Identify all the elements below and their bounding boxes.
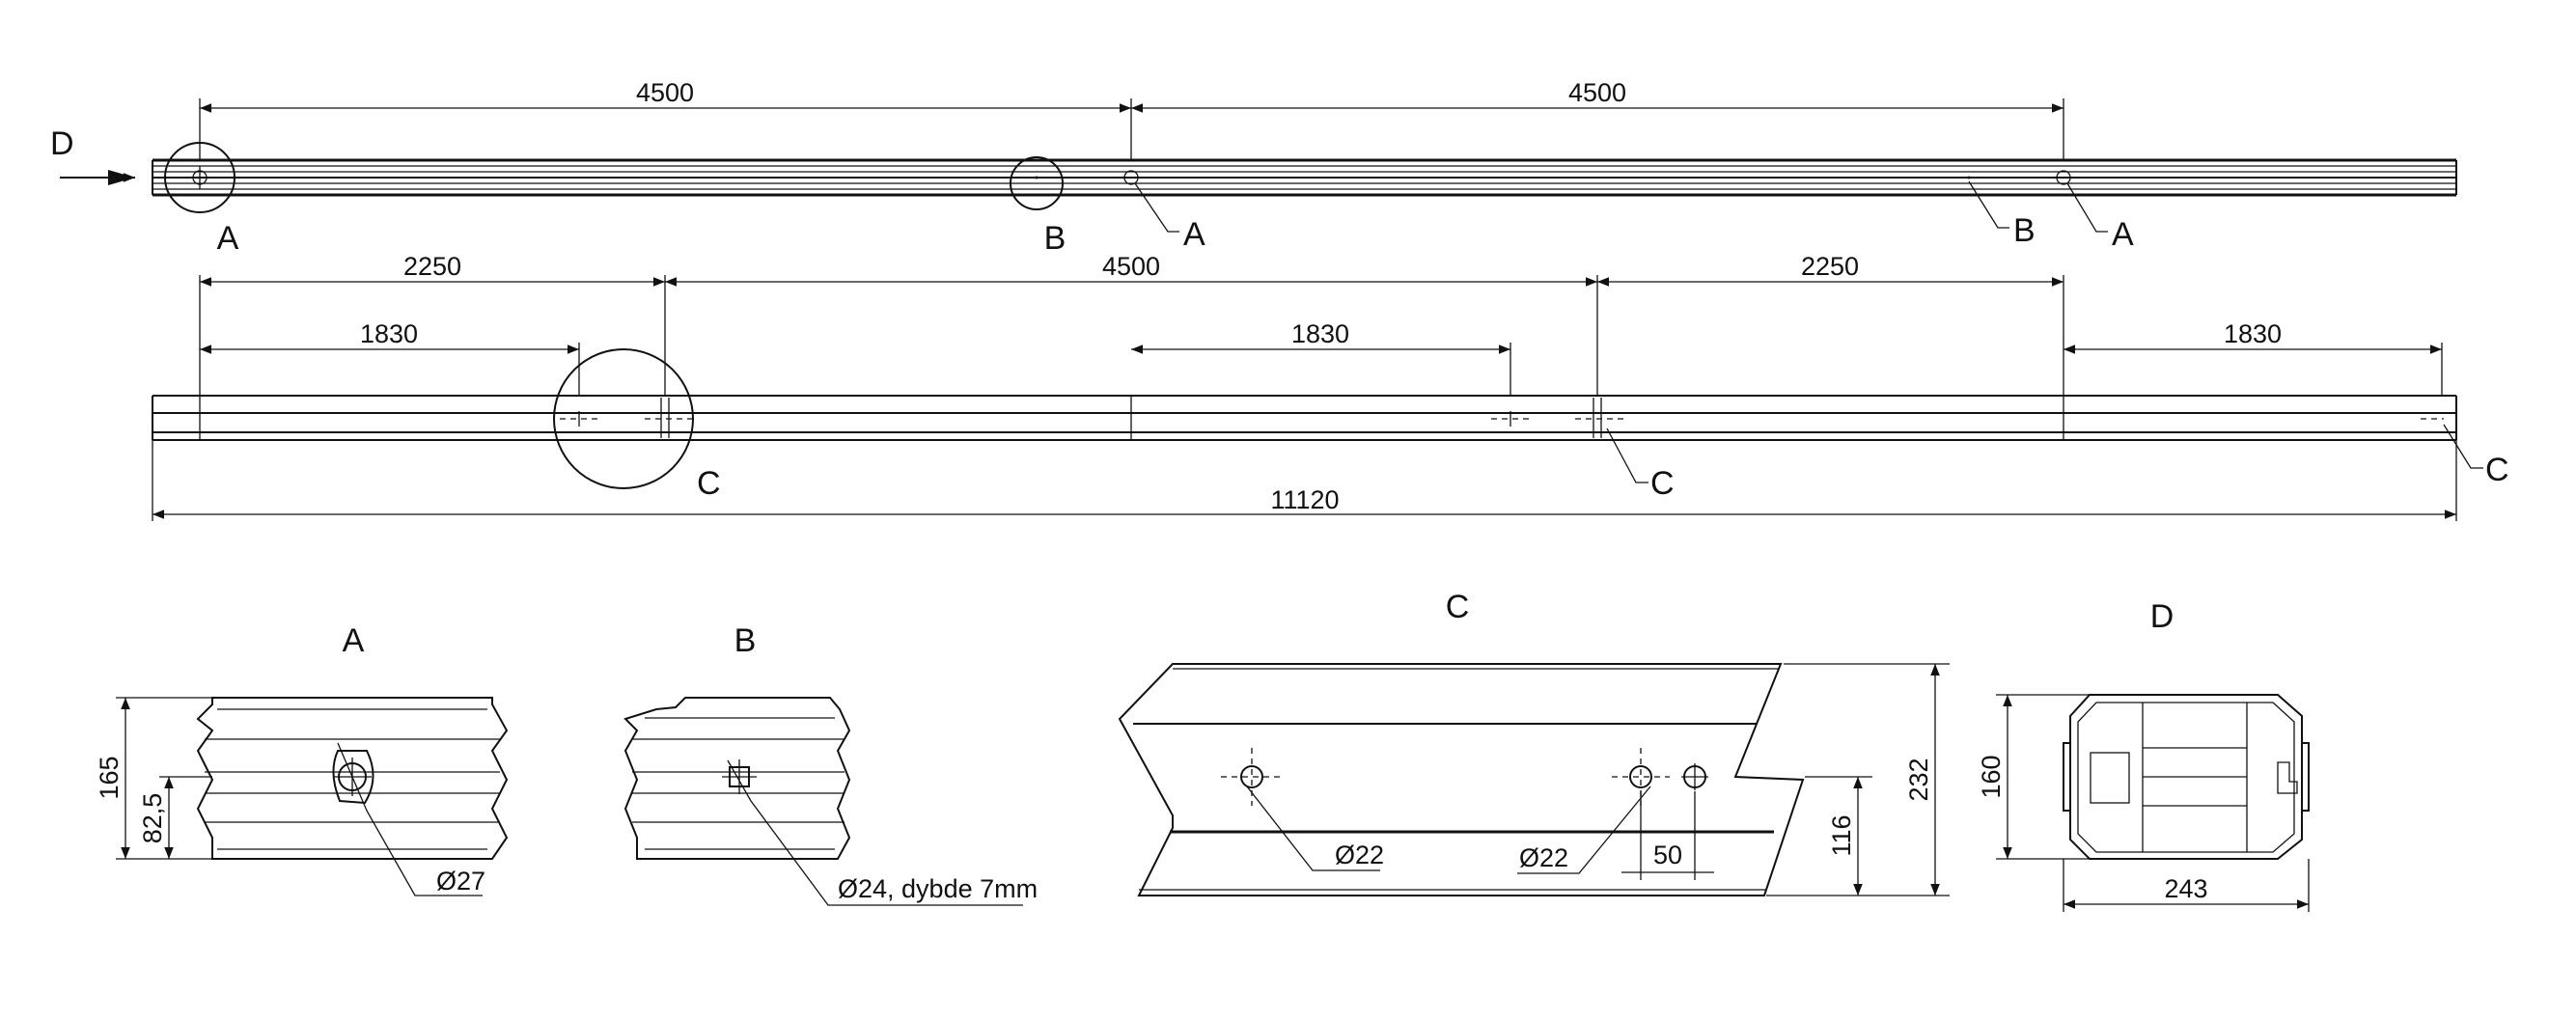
dim-4500-middle: 4500: [1102, 252, 1160, 281]
detail-d: D 160 243: [1977, 598, 2310, 912]
dim-4500-right: 4500: [1568, 78, 1626, 107]
dim-11120: 11120: [1270, 485, 1339, 514]
detail-c-leader-2: [1517, 786, 1651, 874]
detail-c-title: C: [1446, 589, 1470, 625]
callout-b-circle: B: [1044, 220, 1066, 257]
callout-a-circle: A: [217, 220, 239, 257]
side-view-beam: [152, 395, 2457, 441]
dim-1830-2: 1830: [1291, 319, 1349, 348]
dim-1830-3: 1830: [2224, 319, 2282, 348]
detail-c-hole-1-label: Ø22: [1335, 841, 1384, 869]
detail-a-slot: [332, 750, 374, 805]
detail-a-hole-label: Ø27: [436, 867, 485, 896]
detail-a-profile: [196, 697, 509, 860]
detail-c-height-total: 232: [1904, 758, 1933, 801]
detail-a-half-height: 82,5: [138, 793, 167, 844]
top-view-dimensions: [199, 98, 2064, 160]
detail-d-width: 243: [2164, 874, 2207, 903]
detail-c-hole-1: [1240, 765, 1263, 788]
dim-1830-1: 1830: [360, 319, 418, 348]
detail-b-hole-label: Ø24, dybde 7mm: [838, 874, 1038, 903]
side-view-holes: [560, 398, 2444, 438]
detail-c-leader-1: [1246, 786, 1380, 871]
top-view-holes: [183, 166, 2080, 189]
detail-c: C Ø22 Ø22 50 116 232: [1118, 589, 1950, 896]
detail-a-leader: [337, 742, 483, 896]
detail-b-profile: [623, 697, 851, 860]
detail-d-title: D: [2150, 598, 2174, 635]
detail-b-leader: [727, 759, 1023, 906]
detail-d-slot: [2277, 761, 2298, 794]
detail-b-title: B: [734, 622, 757, 659]
detail-c-spacing: 50: [1653, 841, 1682, 869]
top-view-beam: [152, 158, 2457, 197]
detail-b-circle: [1010, 156, 1064, 210]
leader-b: [1968, 180, 2009, 229]
direction-label: D: [50, 125, 74, 162]
callout-c-1: C: [1650, 465, 1675, 502]
dim-2250-right: 2250: [1801, 252, 1859, 281]
callout-b: B: [2013, 212, 2036, 249]
top-view: D: [50, 78, 2457, 257]
callout-a-1: A: [1183, 216, 1205, 253]
direction-arrow-head: [108, 170, 135, 185]
detail-c-profile: [1118, 663, 1805, 896]
leader-a-1: [1134, 182, 1179, 233]
detail-c-hole-2: [1629, 765, 1652, 788]
leader-c-1: [1606, 427, 1648, 483]
dim-2250-left: 2250: [403, 252, 461, 281]
dim-4500-left: 4500: [636, 78, 694, 107]
detail-c-height-lower: 116: [1827, 814, 1856, 856]
side-view-dims-upper: [199, 275, 2064, 396]
detail-c-circle: [553, 348, 694, 489]
detail-d-height: 160: [1977, 755, 2006, 798]
side-view-dims-lower: [200, 343, 2443, 396]
side-view: 2250 4500 2250 1830 1830 1830 11120 C C …: [152, 252, 2509, 521]
callout-a-2: A: [2112, 216, 2134, 253]
leader-c-2: [2443, 424, 2483, 469]
detail-a-title: A: [343, 622, 365, 659]
detail-b: B Ø24, dybde 7mm: [623, 622, 1038, 906]
detail-a: A 165 82,5 Ø27: [95, 622, 509, 896]
leader-a-2: [2066, 182, 2108, 233]
detail-c-hole-2-label: Ø22: [1519, 843, 1568, 872]
callout-c-2: C: [2485, 452, 2509, 488]
detail-a-height: 165: [95, 756, 124, 799]
callout-c-circle: C: [697, 465, 721, 502]
